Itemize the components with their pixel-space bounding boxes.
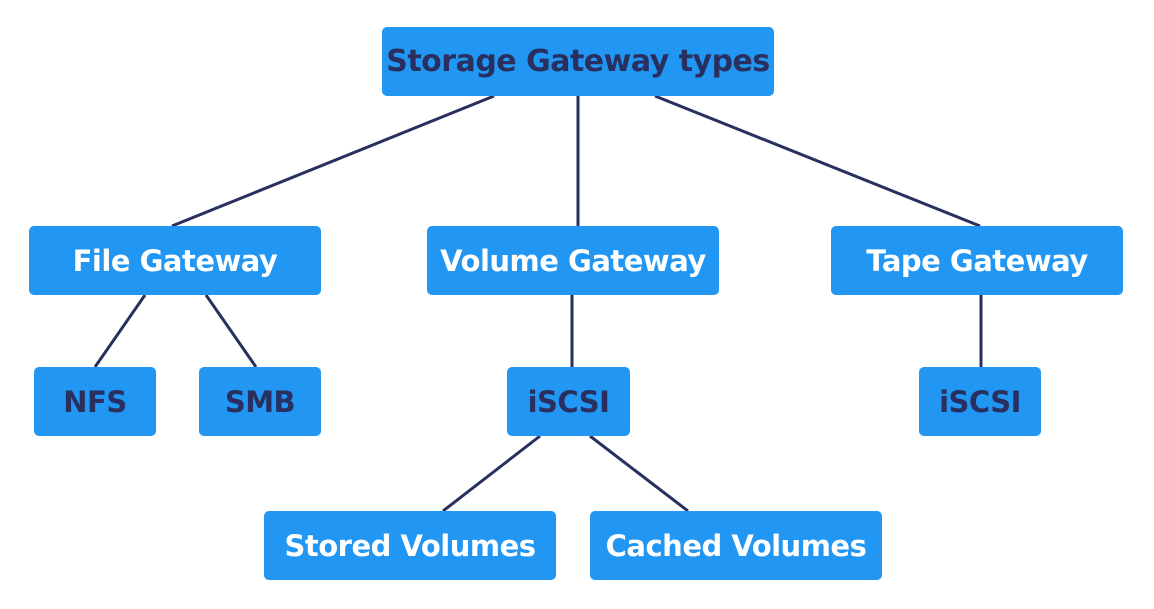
node-cached-volumes: Cached Volumes [590,511,882,580]
node-label: iSCSI [527,384,610,419]
node-storage-gateway-types: Storage Gateway types [382,27,774,96]
edge-file-to-nfs [93,294,147,368]
node-nfs: NFS [34,367,156,436]
node-smb: SMB [199,367,321,436]
node-iscsi-tape: iSCSI [919,367,1041,436]
node-label: Volume Gateway [440,243,706,278]
node-file-gateway: File Gateway [29,226,321,295]
edge-root-to-file [171,94,495,228]
edge-iscsi-vol-to-cached [589,434,689,513]
node-label: NFS [63,384,127,419]
node-label: Tape Gateway [866,243,1088,278]
edge-iscsi-vol-to-stored [442,434,541,513]
node-iscsi-volume: iSCSI [507,367,630,436]
edge-root-to-tape [654,94,981,228]
node-stored-volumes: Stored Volumes [264,511,556,580]
node-volume-gateway: Volume Gateway [427,226,719,295]
node-tape-gateway: Tape Gateway [831,226,1123,295]
node-label: Cached Volumes [605,528,867,563]
node-label: SMB [224,384,296,419]
edge-file-to-smb [204,294,258,368]
node-label: iSCSI [939,384,1021,419]
node-label: Storage Gateway types [386,44,770,79]
node-label: File Gateway [72,243,278,278]
node-label: Stored Volumes [284,528,536,563]
